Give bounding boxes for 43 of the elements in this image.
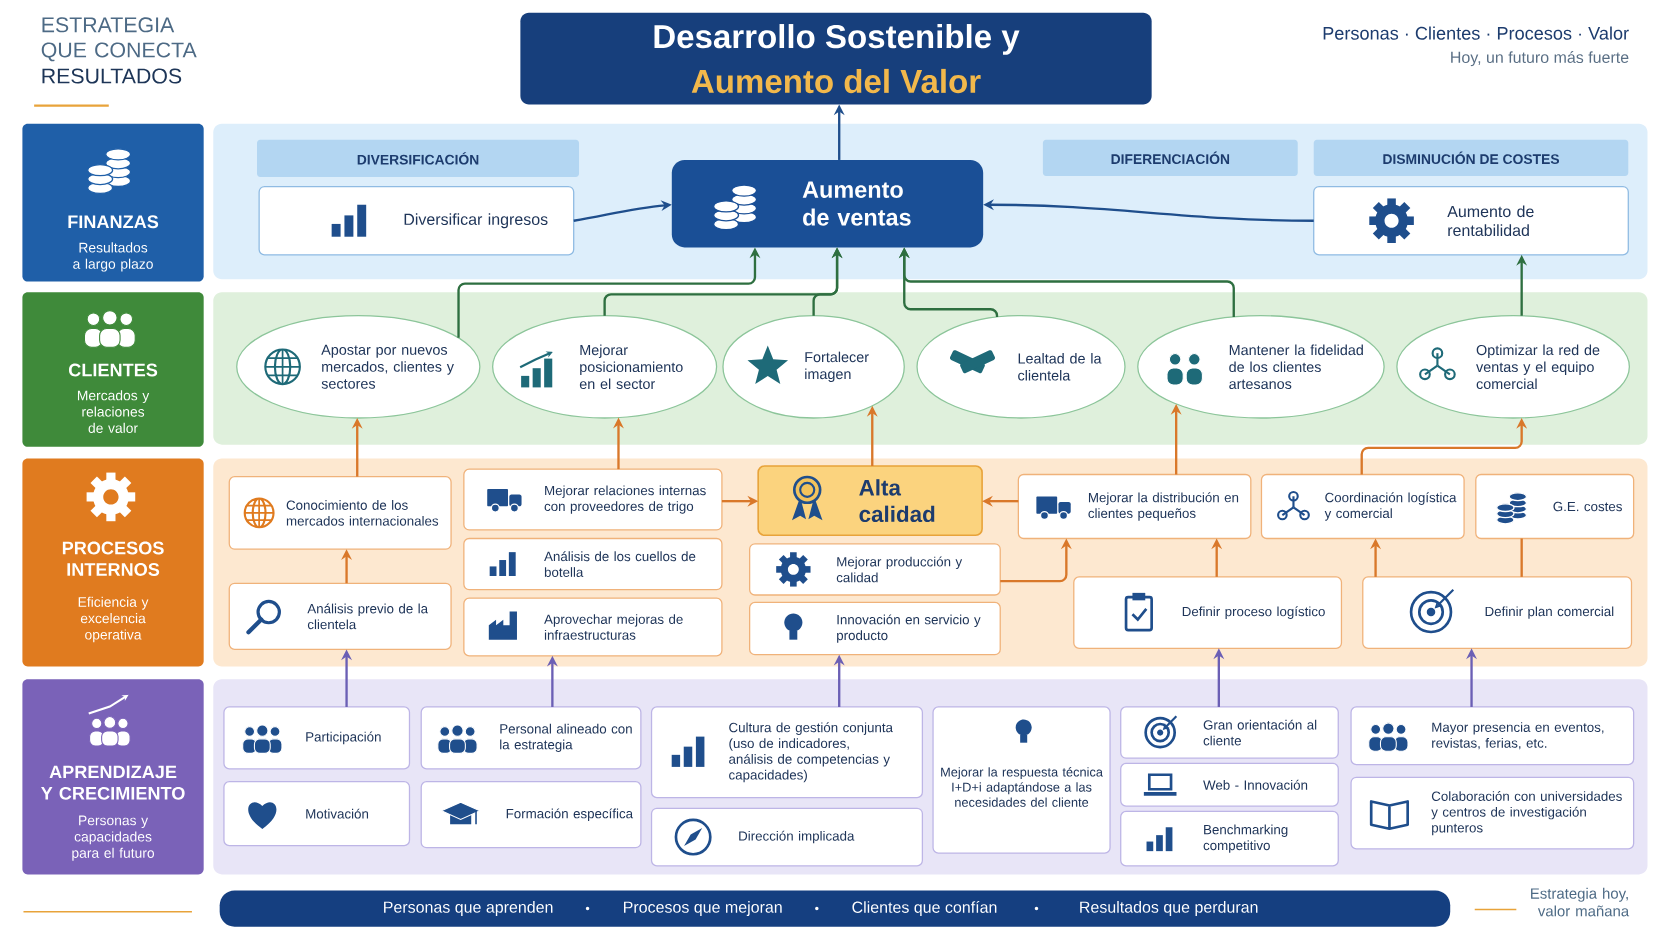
tagline: Estrategia hoy, valor mañana xyxy=(1531,887,1630,917)
slogan-bar: Personas que aprenden Procesos que mejoran Clientes que confían Resultados que perduran xyxy=(219,890,1451,927)
objective-card: Definir plan comercial xyxy=(1362,576,1633,649)
perspective-box: CLIENTES Mercados y relaciones de valor xyxy=(22,291,204,447)
perspective-box: PROCESOS INTERNOS Eficiencia y excelencia operativa xyxy=(22,458,204,667)
section-header: DIVERSIFICACIÓN xyxy=(257,139,579,177)
objective-card: Definir proceso logístico xyxy=(1073,576,1343,649)
objective-card: Aumento de rentabilidad xyxy=(1313,185,1629,256)
section-header: DISMINUCIÓN DE COSTES xyxy=(1313,139,1629,176)
section-header: DIFERENCIACIÓN xyxy=(1042,139,1298,176)
objective-card: Mejorar la respuesta técnica I+D+i adaptándose a las necesidades del cliente xyxy=(932,706,1111,854)
objective-card: Mayor presencia en eventos, revistas, ferias, etc. xyxy=(1350,706,1635,765)
objective-card: Aprovechar mejoras de infraestructuras xyxy=(463,597,723,657)
heading-text: ESTRATEGIA QUE CONECTA xyxy=(41,17,197,62)
perspective-box: FINANZAS Resultados a largo plazo xyxy=(22,123,204,282)
highlight-box: Aumento de ventas xyxy=(671,159,984,248)
heading-text: RESULTADOS xyxy=(42,68,182,84)
objective-card: Personal alineado con la estrategia xyxy=(420,706,642,770)
highlight-box: Alta calidad xyxy=(757,464,983,536)
objective-card: Formación específica xyxy=(420,780,642,849)
objective-card: Cultura de gestión conjunta (uso de indicadores, análisis de competencias y capacidades) xyxy=(650,706,924,798)
objective-card: Colaboración con universidades y centros de investigación punteros xyxy=(1350,776,1635,850)
tagline: Personas · Clientes · Procesos · Valor xyxy=(1323,26,1629,40)
tagline: Hoy, un futuro más fuerte xyxy=(1451,50,1629,66)
objective-card: Gran orientación al cliente xyxy=(1120,706,1339,759)
objective-card: Mejorar relaciones internas con proveedores de trigo xyxy=(463,468,723,531)
objective-card: Mejorar la distribución en clientes pequeños xyxy=(1017,473,1252,539)
objective-card: Diversificar ingresos xyxy=(258,185,575,256)
title-banner: Desarrollo Sostenible y Aumento del Valor xyxy=(520,12,1152,105)
objective-card: Coordinación logística y comercial xyxy=(1260,473,1465,539)
connector-line xyxy=(1520,538,1523,577)
objective-card: Análisis de los cuellos de botella xyxy=(463,537,723,591)
objective-card: Innovación en servicio y producto xyxy=(749,601,1001,656)
perspective-box: APRENDIZAJE Y CRECIMIENTO Personas y capacidades para el futuro xyxy=(22,679,204,875)
objective-card: G.E. costes xyxy=(1475,473,1635,539)
objective-card: Web - Innovación xyxy=(1120,762,1339,807)
objective-card: Mejorar producción y calidad xyxy=(749,542,1001,596)
objective-card: Benchmarking competitivo xyxy=(1120,810,1339,867)
objective-card: Dirección implicada xyxy=(650,807,924,867)
objective-card: Participación xyxy=(223,706,411,770)
objective-card: Conocimiento de los mercados internacionales xyxy=(228,475,452,550)
objective-card: Análisis previo de la clientela xyxy=(228,582,452,650)
objective-card: Motivación xyxy=(223,780,411,846)
